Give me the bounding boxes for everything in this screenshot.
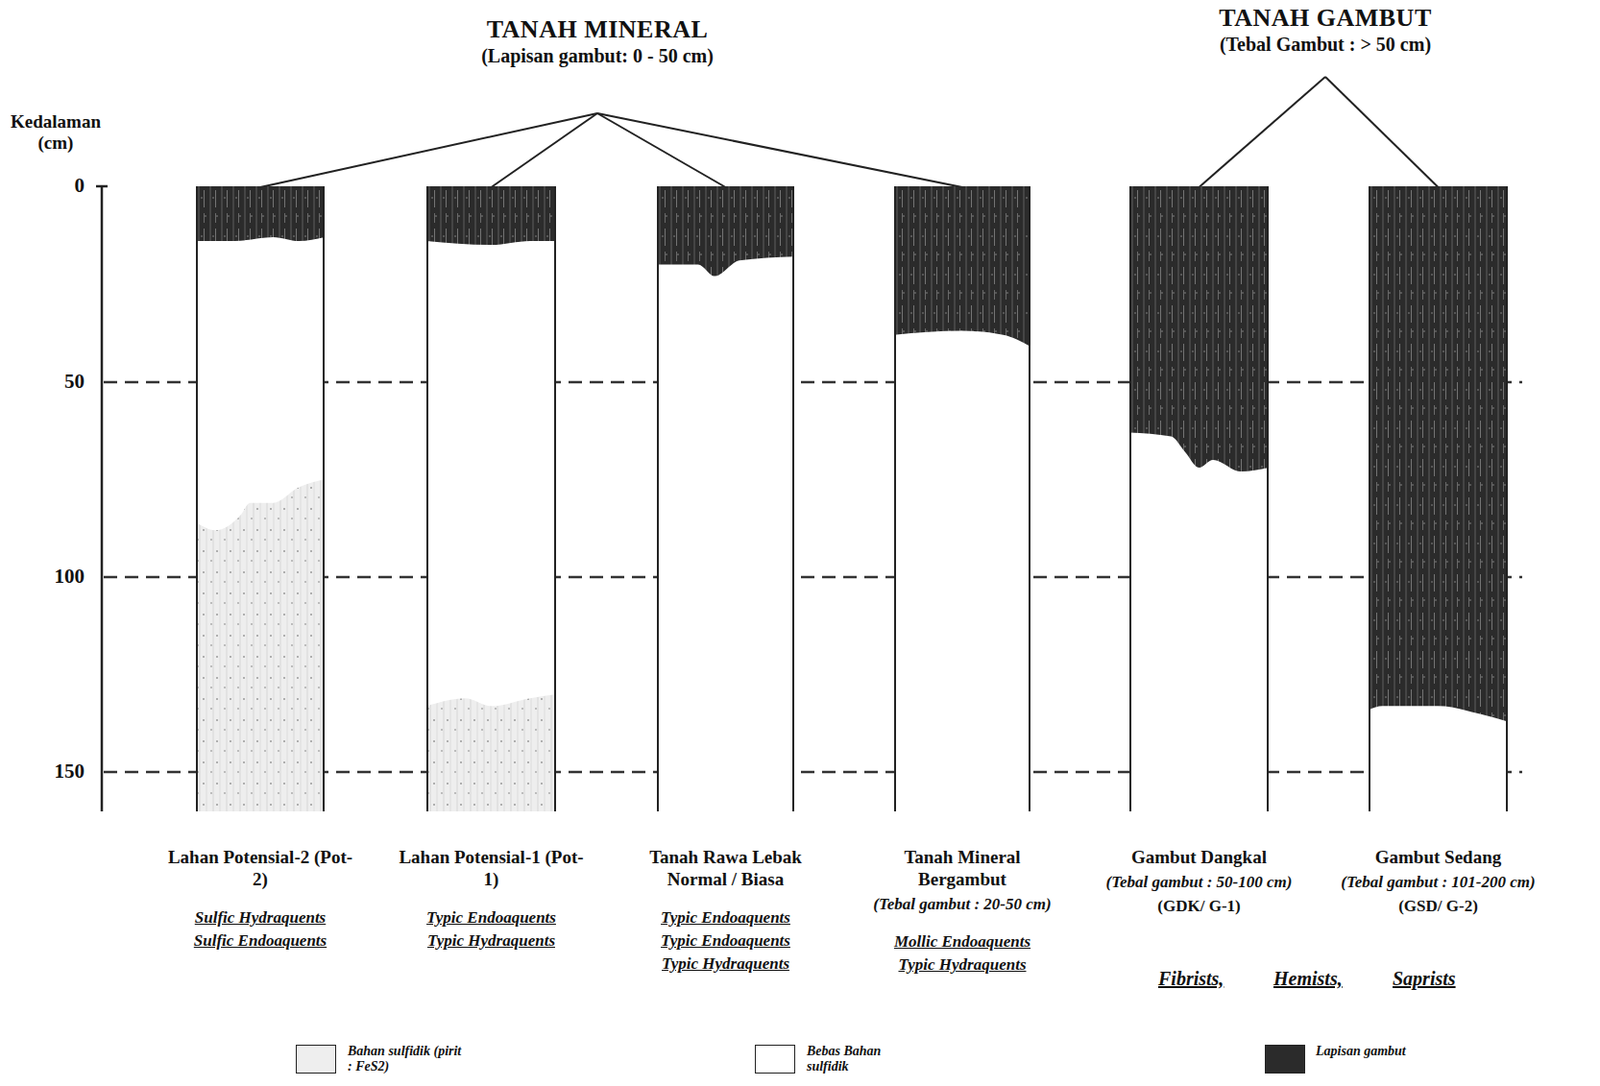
soil-group-heading: TANAH GAMBUT(Tebal Gambut : > 50 cm) bbox=[1142, 3, 1508, 77]
peat-order: Hemists, bbox=[1273, 968, 1343, 991]
mineral-layer bbox=[656, 186, 795, 812]
column-title: Tanah Mineral Bergambut bbox=[866, 846, 1059, 891]
peat-layer bbox=[195, 186, 325, 242]
group-connector bbox=[597, 113, 727, 188]
group-title: TANAH GAMBUT bbox=[1142, 3, 1508, 33]
taxon-name: Sulfic Hydraquents bbox=[164, 907, 357, 928]
taxon-name: Typic Hydraquents bbox=[866, 954, 1059, 975]
soil-profile-column: Tanah Rawa Lebak Normal / BiasaTypic End… bbox=[656, 186, 795, 812]
mineral-layer bbox=[1129, 186, 1269, 812]
soil-group-heading: TANAH MINERAL(Lapisan gambut: 0 - 50 cm) bbox=[395, 15, 800, 114]
column-edge bbox=[656, 186, 659, 812]
peat-layer bbox=[656, 186, 795, 277]
column-caption: Lahan Potensial-1 (Pot-1) Typic Endoaquen… bbox=[395, 846, 588, 951]
thickness-note: (Tebal gambut : 50-100 cm) bbox=[1084, 872, 1315, 893]
profile-illustration bbox=[426, 186, 557, 812]
mineral-layer bbox=[195, 186, 325, 812]
profile-illustration bbox=[1129, 186, 1269, 812]
legend-swatch bbox=[295, 1044, 337, 1074]
soil-profile-column: Tanah Mineral Bergambut(Tebal gambut : 2… bbox=[894, 186, 1031, 812]
taxon-name: Typic Endoaquents bbox=[630, 930, 823, 951]
profile-illustration bbox=[894, 186, 1031, 812]
column-caption: Gambut Sedang (Tebal gambut : 101-200 cm)… bbox=[1323, 846, 1554, 917]
legend-swatch bbox=[754, 1044, 796, 1074]
legend-swatch bbox=[1264, 1044, 1306, 1074]
taxon-name: Mollic Endoaquents bbox=[866, 931, 1059, 952]
group-subtitle: (Tebal Gambut : > 50 cm) bbox=[1142, 32, 1508, 56]
axis-tick bbox=[96, 185, 108, 189]
group-title: TANAH MINERAL bbox=[395, 15, 800, 45]
axis-title: Kedalaman (cm) bbox=[7, 111, 104, 154]
taxon-name: Typic Endoaquents bbox=[630, 907, 823, 928]
soil-profile-column: Gambut Sedang(Tebal gambut : 101-200 cm)… bbox=[1368, 186, 1508, 812]
column-edge bbox=[1028, 186, 1031, 812]
legend-text: Lapisan gambut bbox=[1315, 1043, 1431, 1060]
group-connector bbox=[1325, 76, 1439, 188]
column-caption: Tanah Rawa Lebak Normal / BiasaTypic End… bbox=[630, 846, 823, 974]
profile-illustration bbox=[1368, 186, 1508, 812]
column-caption: Lahan Potensial-2 (Pot-2) Sulfic Hydraque… bbox=[164, 846, 357, 951]
column-edge bbox=[195, 186, 198, 812]
column-edge bbox=[1129, 186, 1132, 812]
column-edge bbox=[1266, 186, 1269, 812]
column-title: Gambut Dangkal bbox=[1084, 846, 1315, 869]
soil-profile-column: Lahan Potensial-1 (Pot-1)Typic Endoaquen… bbox=[426, 186, 557, 812]
group-subtitle: (Lapisan gambut: 0 - 50 cm) bbox=[395, 44, 800, 68]
peat-order: Saprists bbox=[1392, 968, 1456, 991]
legend-text: Bahan sulfidik (pirit : FeS2) bbox=[347, 1043, 463, 1075]
thickness-note: (Tebal gambut : 101-200 cm) bbox=[1323, 872, 1554, 893]
mineral-layer bbox=[894, 186, 1031, 812]
depth-axis bbox=[100, 186, 104, 812]
thickness-note: (Tebal gambut : 20-50 cm) bbox=[866, 894, 1059, 915]
taxon-name: Sulfic Endoaquents bbox=[164, 930, 357, 951]
column-edge bbox=[894, 186, 897, 812]
column-edge bbox=[1368, 186, 1371, 812]
group-connector bbox=[597, 113, 963, 188]
taxon-name: Typic Hydraquents bbox=[630, 953, 823, 974]
soil-profile-column: Gambut Dangkal(Tebal gambut : 50-100 cm)… bbox=[1129, 186, 1269, 812]
taxon-name: Typic Hydraquents bbox=[395, 930, 588, 951]
group-connector bbox=[260, 113, 598, 188]
depth-tick: 50 bbox=[46, 369, 85, 393]
group-connector bbox=[491, 113, 599, 188]
peat-layer bbox=[426, 186, 557, 245]
column-edge bbox=[1505, 186, 1508, 812]
column-caption: Tanah Mineral Bergambut (Tebal gambut : 2… bbox=[866, 846, 1059, 975]
code-label: (GDK/ G-1) bbox=[1084, 896, 1315, 917]
column-edge bbox=[322, 186, 325, 812]
profile-illustration bbox=[195, 186, 325, 812]
sulfidic-layer bbox=[195, 479, 325, 812]
column-edge bbox=[792, 186, 795, 812]
peat-layer bbox=[1368, 186, 1508, 723]
taxon-name: Typic Endoaquents bbox=[395, 907, 588, 928]
column-title: Lahan Potensial-2 (Pot-2) bbox=[164, 846, 357, 891]
legend-text: Bebas Bahan sulfidik bbox=[806, 1043, 922, 1075]
peat-order: Fibrists, bbox=[1158, 968, 1224, 991]
column-title: Lahan Potensial-1 (Pot-1) bbox=[395, 846, 588, 891]
mineral-layer bbox=[1368, 186, 1508, 812]
soil-profile-column: Lahan Potensial-2 (Pot-2)Sulfic Hydraque… bbox=[195, 186, 325, 812]
column-caption: Gambut Dangkal (Tebal gambut : 50-100 cm)… bbox=[1084, 846, 1315, 917]
sulfidic-layer bbox=[426, 694, 557, 812]
depth-tick: 0 bbox=[46, 173, 85, 197]
profile-illustration bbox=[656, 186, 795, 812]
column-edge bbox=[554, 186, 557, 812]
depth-tick: 100 bbox=[36, 564, 85, 588]
depth-tick: 150 bbox=[36, 759, 85, 783]
peat-layer bbox=[894, 186, 1031, 347]
column-edge bbox=[426, 186, 429, 812]
column-title: Tanah Rawa Lebak Normal / Biasa bbox=[630, 846, 823, 891]
mineral-layer bbox=[426, 186, 557, 812]
code-label: (GSD/ G-2) bbox=[1323, 896, 1554, 917]
group-connector bbox=[1199, 76, 1327, 188]
column-title: Gambut Sedang bbox=[1323, 846, 1554, 869]
peat-layer bbox=[1129, 186, 1269, 472]
